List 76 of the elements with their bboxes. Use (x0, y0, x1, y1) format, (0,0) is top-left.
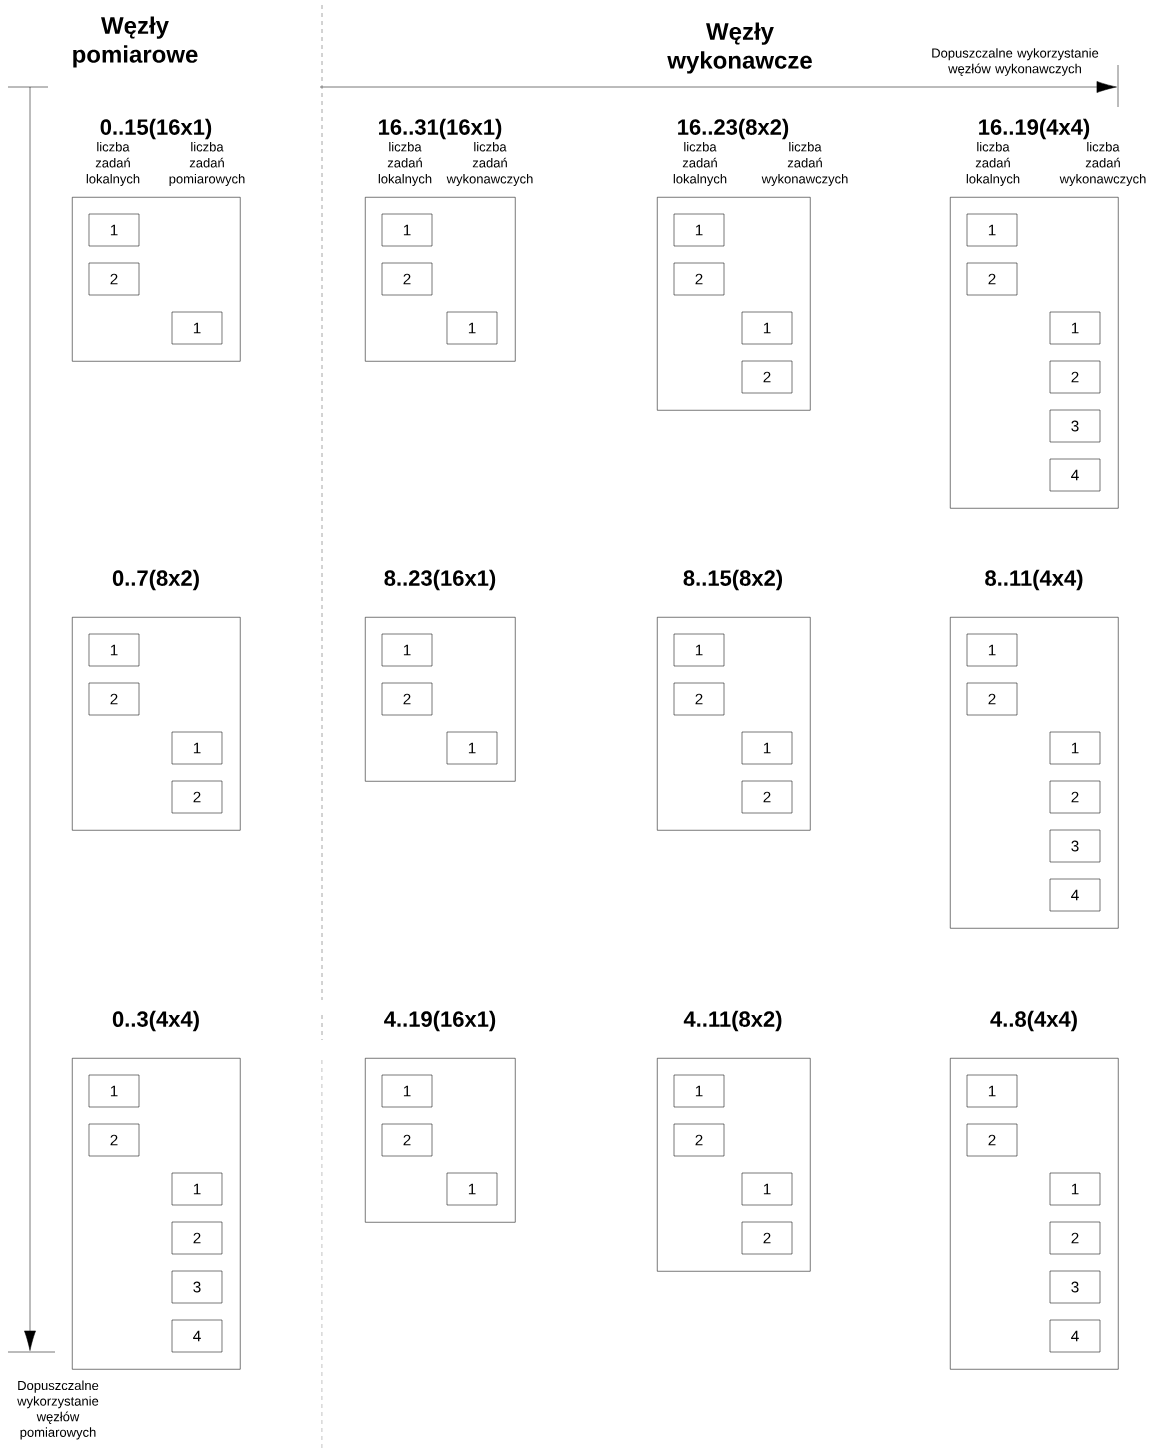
task-box: 2 (741, 780, 793, 814)
task-box: 1 (88, 213, 140, 247)
column-heading: liczba zadań pomiarowych (169, 141, 245, 187)
task-box: 2 (171, 780, 223, 814)
card-title: 8..23(16x1) (384, 569, 496, 591)
card-title: 16..23(8x2) (678, 118, 789, 140)
task-box: 1 (171, 1172, 223, 1206)
task-box: 2 (966, 682, 1018, 716)
task-box: 1 (966, 1074, 1018, 1108)
task-box: 2 (1049, 780, 1101, 814)
task-box: 2 (966, 262, 1018, 296)
task-box: 1 (1049, 1172, 1101, 1206)
task-box: 2 (88, 262, 140, 296)
card-title: 0..3(4x4) (112, 1010, 199, 1032)
task-box: 1 (673, 213, 725, 247)
task-box: 1 (1049, 311, 1101, 345)
task-box: 2 (88, 682, 140, 716)
task-box: 1 (741, 731, 793, 765)
task-box: 2 (381, 262, 433, 296)
task-box: 1 (673, 633, 725, 667)
task-box: 1 (446, 731, 498, 765)
task-box: 1 (171, 311, 223, 345)
column-heading: liczba zadań lokalnych (966, 141, 1020, 187)
task-box: 1 (381, 213, 433, 247)
column-heading: liczba zadań wykonawczych (761, 141, 848, 187)
task-box: 1 (381, 633, 433, 667)
group-heading: Węzły pomiarowe (73, 16, 198, 68)
task-box: 1 (381, 1074, 433, 1108)
task-box: 2 (381, 1123, 433, 1157)
task-box: 4 (1049, 878, 1101, 912)
task-box: 2 (966, 1123, 1018, 1157)
column-heading: liczba zadań lokalnych (673, 141, 727, 187)
card-title: 4..11(8x2) (683, 1010, 782, 1032)
task-box: 2 (88, 1123, 140, 1157)
axis-label: Dopuszczalne wykorzystanie węzłów pomiarowych (17, 1380, 99, 1440)
task-box: 2 (673, 682, 725, 716)
column-heading: liczba zadań lokalnych (378, 141, 432, 187)
task-box: 1 (88, 1074, 140, 1108)
task-box: 2 (1049, 1221, 1101, 1255)
task-box: 2 (741, 1221, 793, 1255)
task-box: 1 (741, 311, 793, 345)
task-box: 1 (171, 731, 223, 765)
task-box: 3 (171, 1270, 223, 1304)
card-title: 8..15(8x2) (683, 569, 783, 591)
column-heading: liczba zadań wykonawczych (1059, 141, 1146, 187)
task-box: 2 (171, 1221, 223, 1255)
task-box: 1 (88, 633, 140, 667)
task-box: 4 (1049, 458, 1101, 492)
task-box: 1 (673, 1074, 725, 1108)
task-box: 3 (1049, 829, 1101, 863)
task-box: 4 (171, 1319, 223, 1353)
task-box: 1 (741, 1172, 793, 1206)
card-title: 0..15(16x1) (100, 118, 212, 140)
task-box: 4 (1049, 1319, 1101, 1353)
task-box: 2 (673, 1123, 725, 1157)
group-heading: Węzły wykonawcze (667, 22, 812, 74)
task-box: 1 (446, 1172, 498, 1206)
task-box: 1 (446, 311, 498, 345)
task-box: 2 (673, 262, 725, 296)
column-heading: liczba zadań lokalnych (86, 141, 140, 187)
task-box: 1 (966, 213, 1018, 247)
card-title: 0..7(8x2) (112, 569, 199, 591)
task-box: 3 (1049, 1270, 1101, 1304)
task-box: 2 (381, 682, 433, 716)
task-box: 3 (1049, 409, 1101, 443)
column-heading: liczba zadań wykonawczych (446, 141, 533, 187)
card-title: 4..8(4x4) (990, 1010, 1077, 1032)
card-title: 16..19(4x4) (979, 118, 1090, 140)
task-box: 1 (966, 633, 1018, 667)
task-box: 2 (741, 360, 793, 394)
card-title: 4..19(16x1) (384, 1010, 496, 1032)
axis-label: Dopuszczalne wykorzystanie węzłów wykonawczych (932, 48, 1099, 76)
task-box: 1 (1049, 731, 1101, 765)
card-title: 16..31(16x1) (379, 118, 502, 140)
task-box: 2 (1049, 360, 1101, 394)
card-title: 8..11(4x4) (985, 569, 1083, 591)
